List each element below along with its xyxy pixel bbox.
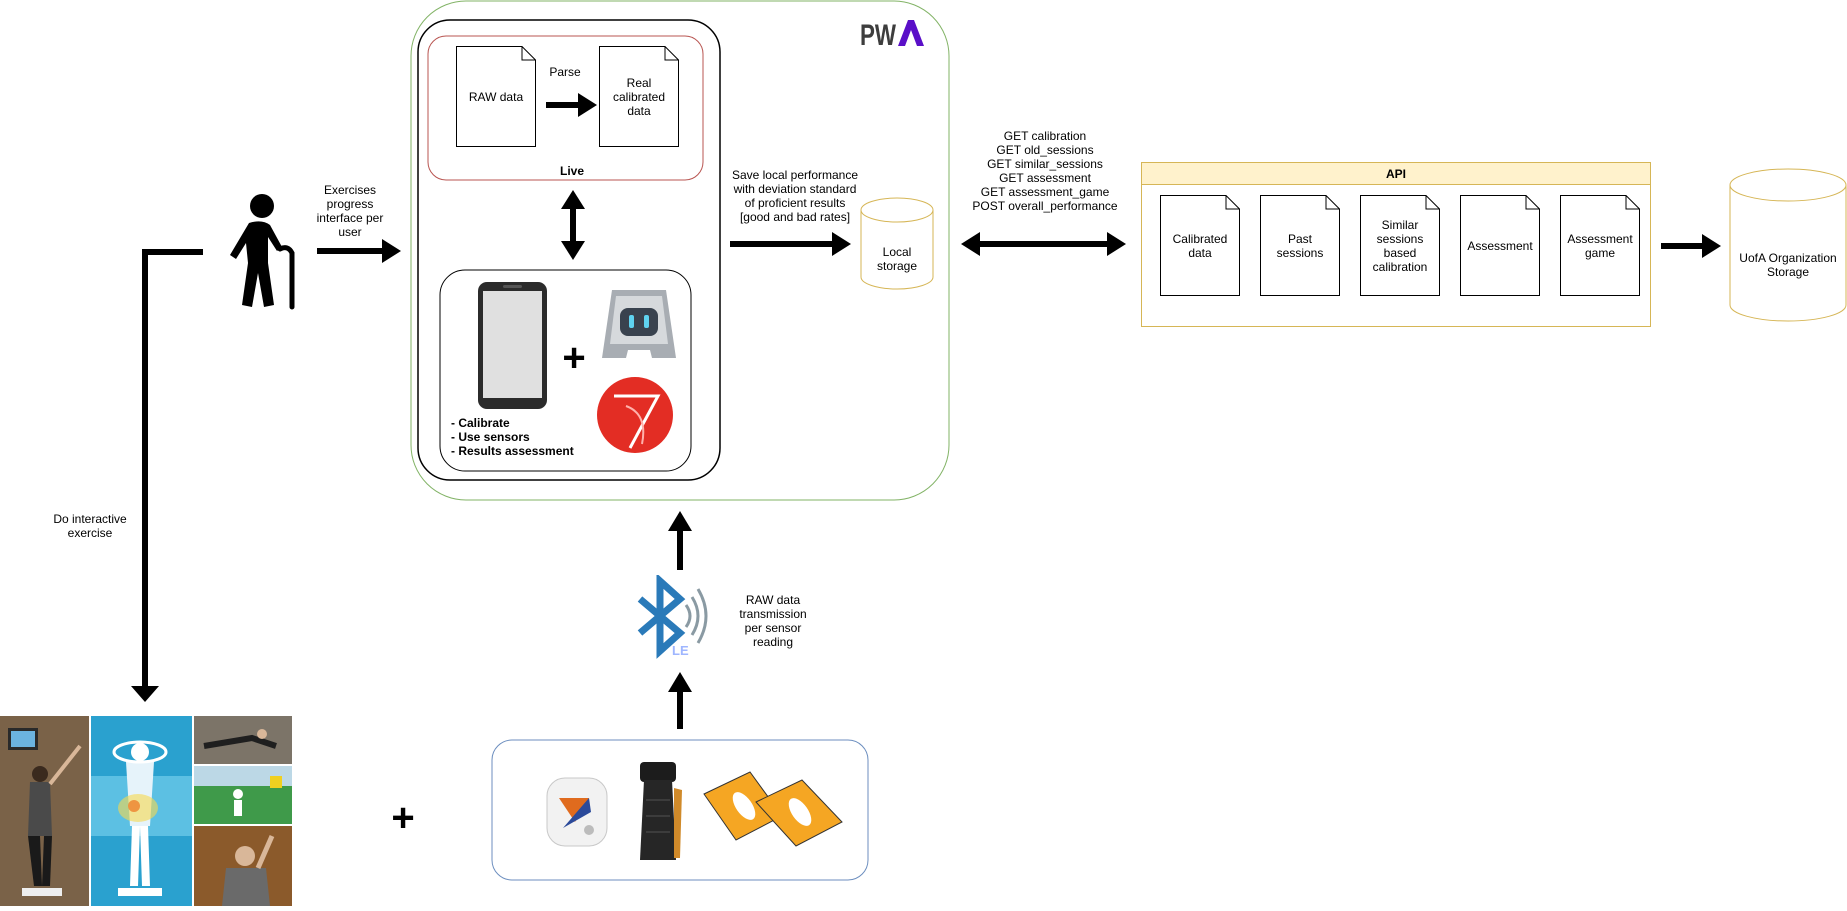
pwa-logo: PW — [858, 16, 930, 52]
svg-text:PW: PW — [860, 19, 897, 50]
pwa-container — [410, 0, 950, 501]
api-calls-label: GET calibration GET old_sessions GET sim… — [972, 129, 1118, 213]
app-container — [417, 19, 721, 481]
wearable-sensor-icon — [545, 776, 609, 848]
tech-box — [439, 269, 692, 472]
api-item-assessment-game: Assessment game — [1560, 195, 1640, 296]
plus-phone: + — [562, 336, 586, 380]
uofa-storage-label: UofA Organization Storage — [1739, 251, 1837, 279]
api-item-assessment: Assessment — [1460, 195, 1540, 296]
framework7-icon — [596, 376, 674, 454]
api-item-text: Assessment — [1467, 238, 1533, 253]
real-calibrated-doc: Real calibrated data — [599, 46, 679, 147]
live-box — [427, 35, 704, 181]
parse-label: Parse — [549, 65, 581, 79]
features-list: - Calibrate - Use sensors - Results asse… — [451, 416, 574, 458]
sensors-box — [491, 739, 869, 881]
foot-pressure-plates-icon — [700, 770, 846, 848]
uofa-storage-cylinder — [1729, 168, 1847, 322]
real-calibrated-text: Real calibrated data — [612, 75, 666, 118]
live-up-arrowhead — [561, 190, 585, 209]
person-to-exercise-line — [142, 249, 203, 690]
do-interactive-label: Do interactive exercise — [53, 512, 127, 540]
bluetooth-badge: LE — [672, 643, 689, 658]
feature-item: - Results assessment — [451, 444, 574, 458]
save-local-label: Save local performance with deviation st… — [731, 168, 859, 224]
local-storage-label: Local storage — [876, 245, 918, 273]
feature-item: - Use sensors — [451, 430, 530, 444]
api-item-text: Similar sessions based calibration — [1372, 217, 1428, 274]
exercises-progress-label: Exercises progress interface per user — [316, 183, 384, 239]
live-label: Live — [559, 164, 584, 178]
exercise-arrowhead — [131, 686, 159, 702]
plus-bottom: + — [391, 796, 415, 840]
handheld-grip-sensor-icon — [630, 760, 686, 864]
parse-arrowhead — [578, 93, 597, 117]
raw-transmission-label: RAW data transmission per sensor reading — [739, 593, 807, 649]
bt-to-pwa-arrowhead — [668, 511, 692, 531]
api-title: API — [1141, 162, 1651, 185]
api-right-arrowhead — [1107, 232, 1126, 256]
save-local-arrowhead — [832, 232, 851, 256]
raw-data-text: RAW data — [468, 89, 524, 104]
local-storage-cylinder — [860, 197, 934, 290]
smartphone-icon — [477, 281, 548, 410]
cordova-icon — [602, 288, 676, 360]
exercise-photos-collage — [0, 716, 292, 906]
person-to-pwa-arrowhead — [382, 239, 401, 263]
raw-data-doc: RAW data — [456, 46, 536, 147]
live-down-arrowhead — [561, 241, 585, 260]
elderly-person-icon — [222, 193, 300, 311]
api-left-arrowhead — [961, 232, 980, 256]
sensors-to-bt-arrowhead — [668, 672, 692, 692]
api-item-text: Assessment game — [1567, 231, 1633, 260]
api-item-past-sessions: Past sessions — [1260, 195, 1340, 296]
bluetooth-le-icon: LE — [636, 573, 718, 661]
api-item-text: Past sessions — [1276, 231, 1324, 260]
api-item-calibrated: Calibrated data — [1160, 195, 1240, 296]
feature-item: - Calibrate — [451, 416, 510, 430]
uofa-arrowhead — [1702, 234, 1721, 258]
api-item-text: Calibrated data — [1172, 231, 1228, 260]
api-item-similar-sessions: Similar sessions based calibration — [1360, 195, 1440, 296]
